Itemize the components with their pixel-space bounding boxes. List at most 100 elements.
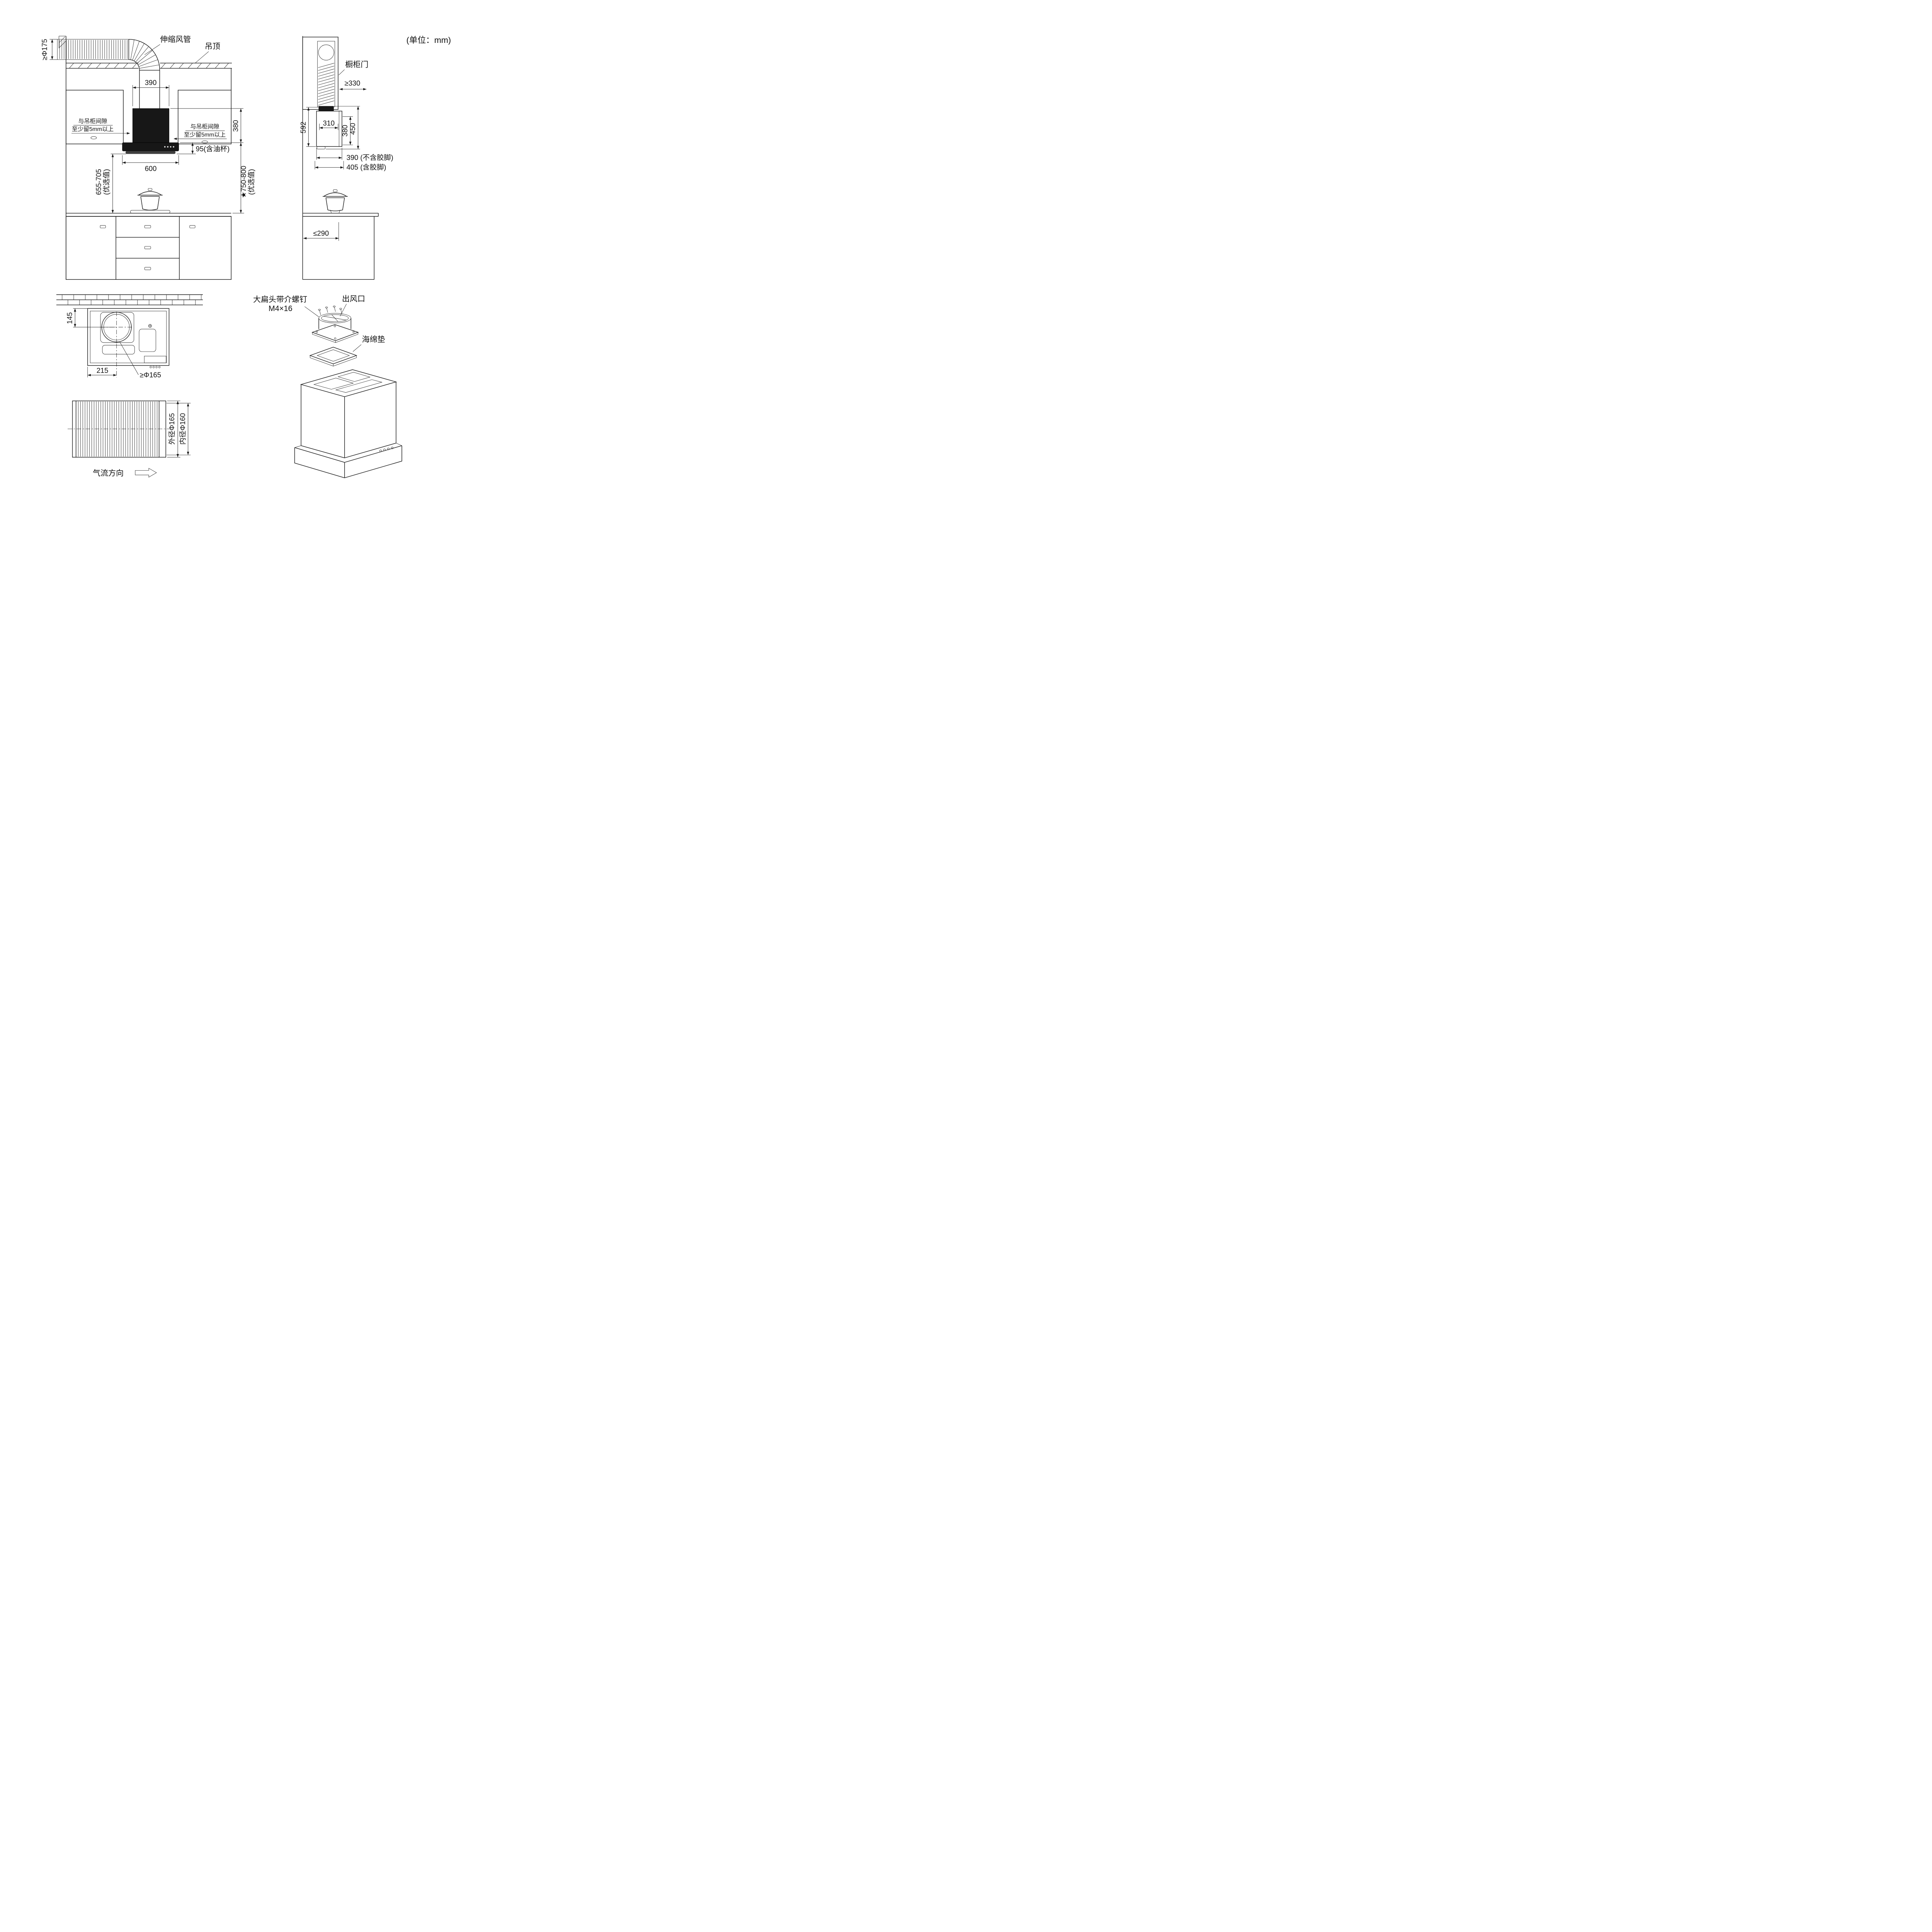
top-view: 145 215 ≥Φ165	[56, 294, 203, 379]
unit-note: (单位：mm)	[406, 35, 451, 45]
duct-vertical	[139, 70, 160, 109]
dim-depth-no-feet-label: 390 (不含胶脚)	[347, 153, 393, 162]
dim-left-height: 655-705 (优选值)	[95, 153, 126, 213]
dim-right-height-label: ★750-800	[240, 166, 248, 198]
hood-3d-body	[294, 369, 402, 478]
filter-area	[102, 345, 135, 355]
countertop-side	[303, 213, 379, 217]
exploded-view: 大扁头带介螺钉 M4×16 出风口 海绵垫	[253, 294, 402, 478]
dim-oil-cup: 95(含油杯)	[177, 143, 230, 154]
base-cabinet-side	[303, 216, 375, 280]
leader-sponge	[353, 344, 362, 352]
dim-left-height-label: 655-705	[95, 169, 103, 195]
duct-detail: 外径Φ165 内径Φ160 气流方向	[68, 400, 191, 478]
label-screw-line1: 大扁头带介螺钉	[253, 295, 307, 304]
airflow-arrow-icon	[135, 468, 157, 478]
dim-oil-cup-label: 95(含油杯)	[196, 145, 230, 153]
dim-outer-dia: 外径Φ165	[167, 401, 180, 457]
dim-145-label: 145	[66, 312, 74, 324]
dim-592: 592	[299, 107, 318, 147]
cooking-pot-side	[323, 189, 348, 213]
sponge-pad	[309, 347, 357, 366]
dim-hole-min-label: ≥Φ165	[140, 371, 161, 379]
dim-450: 450	[326, 106, 360, 150]
dim-depth-no-feet: 390 (不含胶脚)	[316, 148, 393, 162]
top-recess-right	[337, 372, 371, 382]
leader-screw	[304, 306, 319, 317]
gap-note-left-line1: 与吊柜间隙	[78, 118, 107, 124]
top-recess-left	[313, 378, 354, 389]
dim-450-label: 450	[349, 123, 357, 135]
label-cabinet-door: 橱柜门	[345, 60, 368, 69]
control-module	[144, 356, 167, 363]
side-duct-opening	[318, 44, 334, 61]
dim-215: 215	[87, 344, 117, 378]
dim-592-label: 592	[299, 122, 307, 134]
side-view: 橱柜门 ≥330 592 310 380	[299, 36, 393, 280]
airflow-label: 气流方向	[93, 469, 124, 478]
door-handle-right	[189, 225, 196, 228]
drawer-handle-1	[144, 225, 151, 228]
drawer-handle-2	[144, 246, 151, 249]
duct-corrugations	[59, 40, 128, 59]
front-view: 伸缩风管 吊顶 ≥Φ175 390 与吊柜间隙 至少留5mm以上	[41, 35, 255, 280]
ceiling-hatch	[69, 63, 229, 68]
front-wall-stub	[59, 36, 66, 48]
range-hood-installation-diagram: (单位：mm) 伸缩风管 吊顶	[0, 0, 483, 504]
dim-hole-min: ≥Φ165	[119, 342, 161, 379]
stove-base	[130, 210, 170, 214]
dim-inner-dia-label: 内径Φ160	[179, 413, 187, 445]
hood-oil-cup-band	[126, 151, 176, 154]
side-upper-cabinet	[302, 37, 338, 110]
dim-hood-width: 600	[122, 155, 179, 173]
label-ceiling: 吊顶	[205, 43, 220, 51]
label-screw-line2: M4×16	[269, 304, 293, 313]
oil-cup-side	[316, 146, 326, 150]
dim-duct-diameter-label: ≥Φ175	[41, 39, 49, 60]
range-hood-side	[316, 111, 342, 150]
dim-depth-feet: 405 (含胶脚)	[315, 161, 386, 171]
dim-380-side-label: 380	[341, 125, 349, 137]
dim-outer-dia-label: 外径Φ165	[168, 413, 176, 445]
duct-elbow-corrugations	[130, 39, 160, 69]
upper-cabinet-right	[178, 90, 232, 145]
dim-duct-diameter: ≥Φ175	[41, 39, 58, 60]
hood-top-view	[87, 308, 170, 368]
dim-door-min: ≥330	[339, 79, 367, 90]
dim-right-height: ★750-800 (优选值)	[232, 143, 255, 214]
gap-note-left-line2: 至少留5mm以上	[72, 126, 114, 133]
countertop-front	[66, 213, 231, 217]
side-duct	[317, 41, 335, 111]
control-buttons-3d	[379, 447, 393, 452]
label-sponge: 海绵垫	[362, 335, 385, 344]
duct-elbow	[128, 39, 160, 70]
label-outlet: 出风口	[342, 294, 365, 303]
cabinet-handle-right	[202, 140, 208, 144]
base-cabinet-front	[66, 216, 232, 280]
cooking-pot-front	[130, 188, 170, 214]
leader-ceiling	[195, 51, 209, 63]
gap-note-right-line2: 至少留5mm以上	[184, 131, 226, 138]
gap-note-right: 与吊柜间隙 至少留5mm以上	[173, 124, 227, 140]
hood-control-buttons	[164, 146, 174, 148]
dim-310: 310	[319, 119, 338, 130]
dim-counter-max: ≤290	[303, 222, 339, 241]
hood-plinth	[294, 445, 402, 478]
diagram-canvas: (单位：mm) 伸缩风管 吊顶	[41, 35, 451, 478]
airflow-direction: 气流方向	[93, 468, 157, 478]
door-handle-left	[100, 225, 106, 228]
dim-counter-max-label: ≤290	[313, 229, 329, 237]
dim-door-min-label: ≥330	[345, 79, 361, 87]
screws	[318, 306, 342, 315]
dim-chimney-width-label: 390	[145, 78, 157, 87]
label-telescopic-duct: 伸缩风管	[160, 35, 191, 44]
hood-chimney	[132, 108, 169, 143]
junction-box	[139, 329, 156, 352]
dim-215-label: 215	[97, 366, 109, 374]
side-duct-hatch	[318, 63, 335, 105]
control-buttons-top	[150, 366, 161, 368]
dim-left-height-note: (优选值)	[102, 169, 111, 195]
air-outlet-part	[311, 313, 359, 343]
dim-145: 145	[66, 308, 116, 328]
telescopic-duct	[57, 39, 160, 109]
